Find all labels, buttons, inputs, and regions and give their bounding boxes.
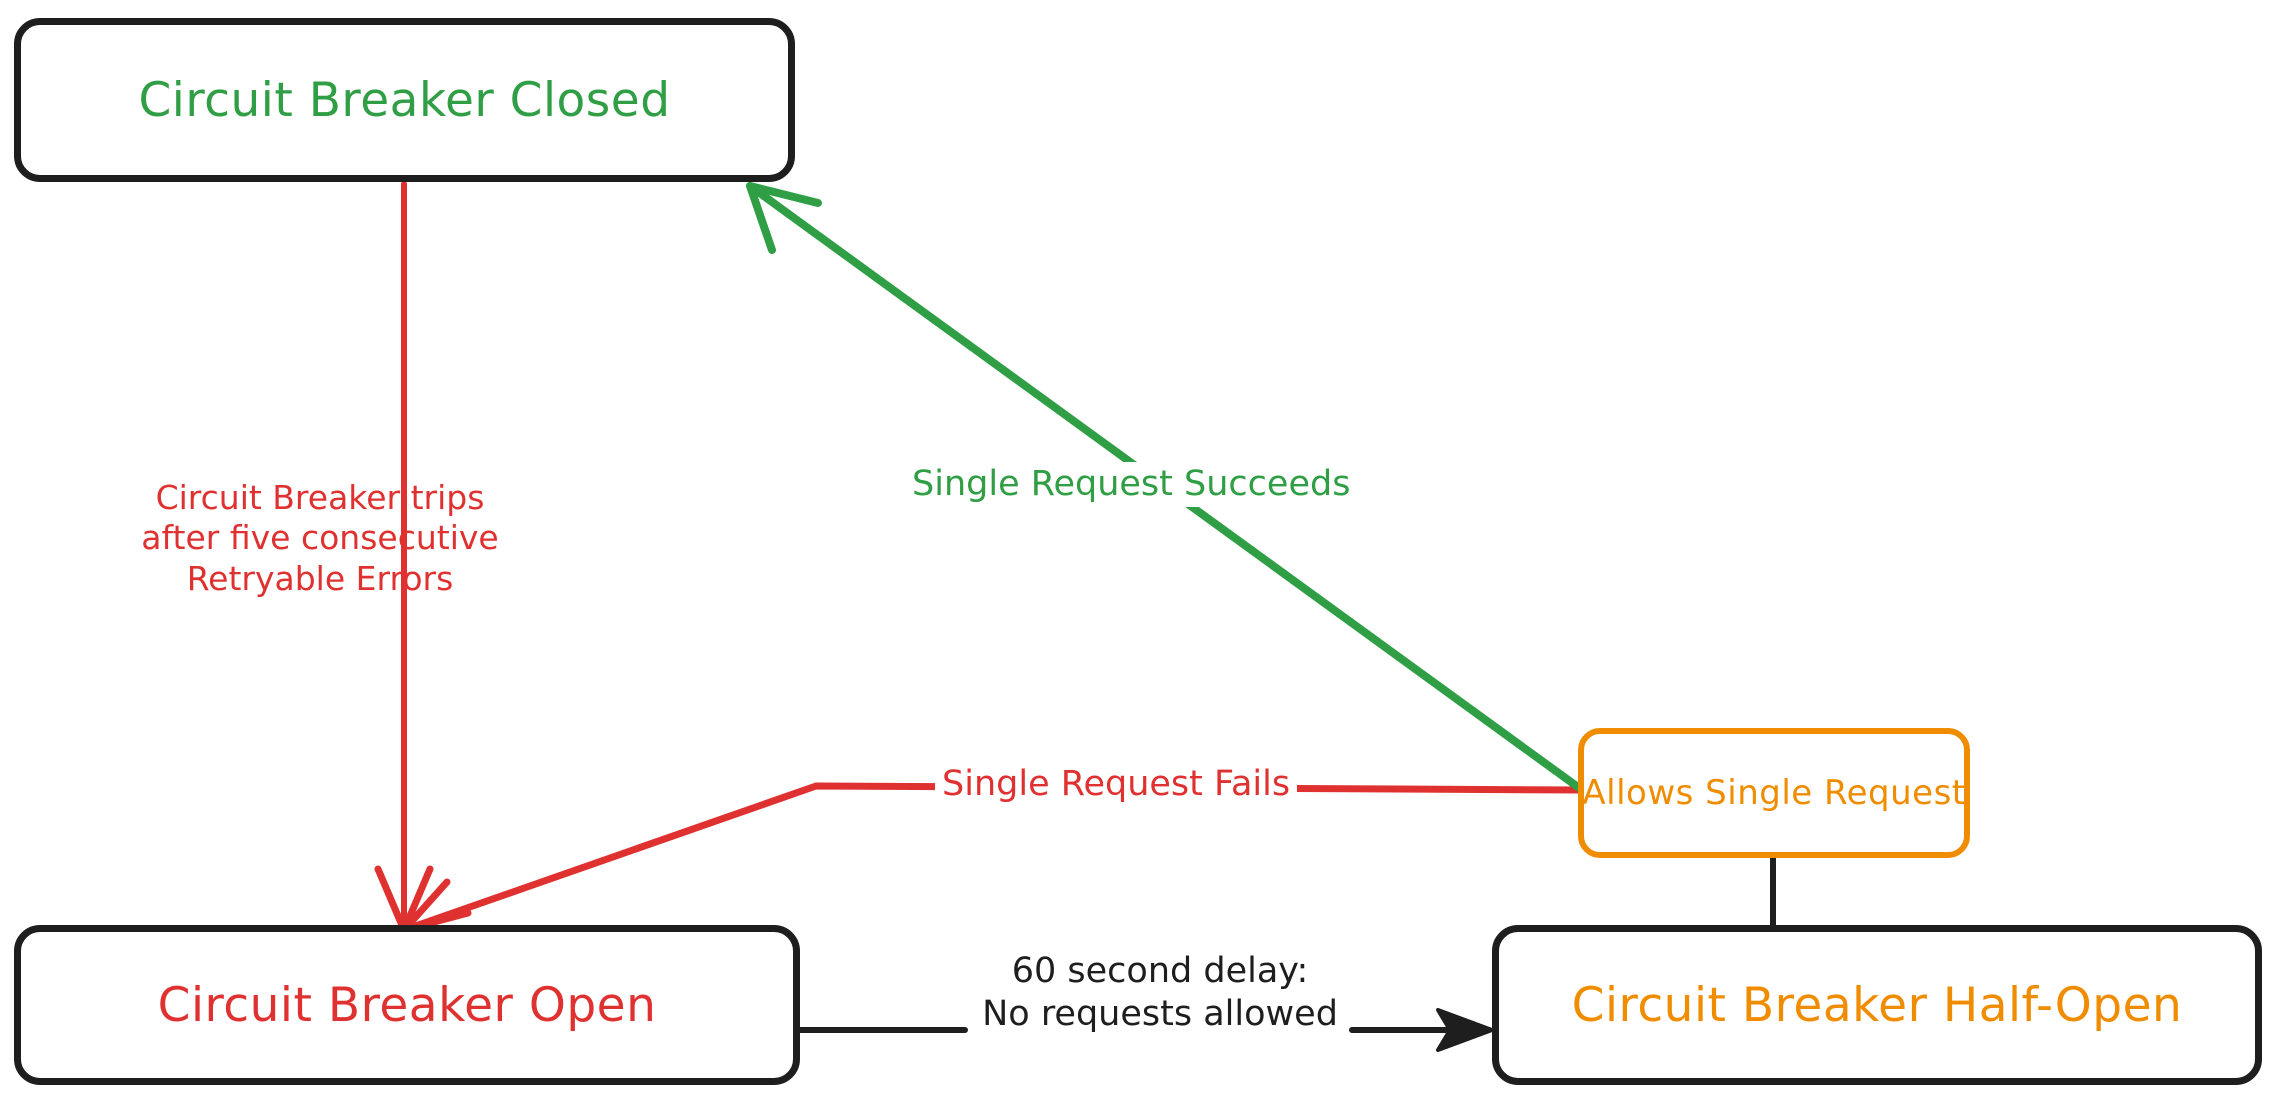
edge-label-line: Retryable Errors bbox=[186, 558, 454, 598]
edge-open-to-halfopen bbox=[797, 1008, 1494, 1052]
edge-closed-to-open bbox=[374, 181, 434, 934]
edge-label-line: after five consecutive bbox=[141, 518, 499, 558]
edge-label-closed-to-open: Circuit Breaker trips after five consecu… bbox=[130, 478, 510, 599]
node-label-half-open: Circuit Breaker Half-Open bbox=[1571, 977, 2183, 1033]
node-circuit-breaker-closed[interactable]: Circuit Breaker Closed bbox=[14, 18, 795, 182]
node-allows-single-request[interactable]: Allows Single Request bbox=[1578, 728, 1970, 858]
edge-label-allows-to-closed: Single Request Succeeds bbox=[905, 462, 1358, 507]
edge-label-open-to-halfopen: 60 second delay: No requests allowed bbox=[960, 950, 1360, 1035]
edge-label-line: 60 second delay: bbox=[1011, 951, 1309, 991]
edge-label-line: Single Request Succeeds bbox=[912, 464, 1351, 504]
edge-label-line: Single Request Fails bbox=[942, 764, 1291, 804]
node-label-allows-single-request: Allows Single Request bbox=[1582, 773, 1966, 813]
node-circuit-breaker-half-open[interactable]: Circuit Breaker Half-Open bbox=[1492, 925, 2262, 1085]
node-label-open: Circuit Breaker Open bbox=[157, 977, 657, 1033]
node-label-closed: Circuit Breaker Closed bbox=[138, 72, 671, 128]
edge-label-allows-to-open: Single Request Fails bbox=[935, 762, 1298, 807]
edge-allows-to-open bbox=[400, 782, 1586, 934]
edge-label-line: No requests allowed bbox=[982, 993, 1338, 1034]
edge-label-line: Circuit Breaker trips bbox=[155, 478, 485, 517]
node-circuit-breaker-open[interactable]: Circuit Breaker Open bbox=[14, 925, 800, 1085]
